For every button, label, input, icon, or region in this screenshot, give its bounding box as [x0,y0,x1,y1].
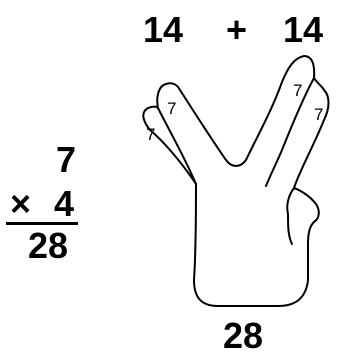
folded-thumb [287,188,294,244]
finger-label-1: 7 [146,125,155,144]
finger-label-2: 7 [167,99,176,118]
total-result: 28 [223,318,263,354]
finger-label-3: 7 [293,81,302,100]
finger-crease-right [266,78,314,186]
finger-label-4: 7 [314,105,323,124]
finger-crease-left [158,108,196,184]
